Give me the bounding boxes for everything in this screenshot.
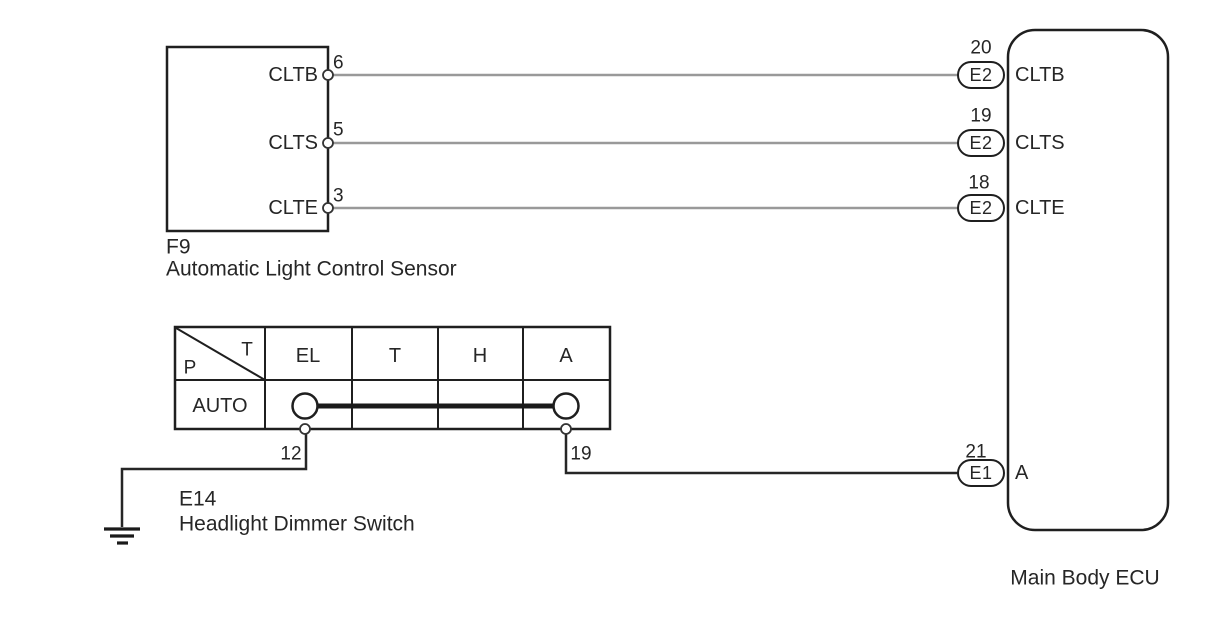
connector-label: E2 (969, 65, 993, 85)
ecu-terminal-label: CLTB (1015, 64, 1065, 86)
table-column-header: T (388, 345, 402, 367)
sensor-pin-label: CLTB (268, 64, 318, 86)
switch-id: E14 (179, 487, 217, 511)
table-row-label: AUTO (192, 395, 248, 417)
connector-e1-21 (957, 459, 1005, 487)
switch-table (173, 325, 612, 431)
ground-icon (104, 527, 140, 545)
table-column-header: EL (295, 345, 321, 367)
sensor-pin-3-circle (322, 202, 334, 214)
ecu-terminal-label: A (1015, 462, 1029, 484)
sensor-pin-number: 3 (333, 185, 344, 207)
switch-pin-number: 19 (570, 443, 592, 465)
ecu-terminal-number: 19 (970, 105, 992, 127)
table-corner-bottom: P (183, 357, 197, 379)
wire-a-to-ecu (564, 434, 960, 475)
table-column-header: A (559, 345, 573, 367)
ecu-terminal-label: CLTE (1015, 197, 1065, 219)
connector-label: E1 (969, 463, 993, 483)
ecu-terminal-number: 20 (970, 37, 992, 59)
table-column-header: H (472, 345, 488, 367)
connector-label: E2 (969, 198, 993, 218)
sensor-id: F9 (166, 235, 191, 259)
switch-pin-19-circle (560, 423, 572, 435)
ecu-box (1006, 28, 1170, 532)
sensor-name: Automatic Light Control Sensor (166, 257, 457, 281)
switch-contact-a (552, 392, 580, 420)
sensor-pin-5-circle (322, 137, 334, 149)
ecu-terminal-label: CLTS (1015, 132, 1065, 154)
corner-diagonal (175, 327, 266, 381)
sensor-pin-number: 6 (333, 52, 344, 74)
switch-pin-number: 12 (280, 443, 302, 465)
connector-e2-18 (957, 194, 1005, 222)
connector-e2-20 (957, 61, 1005, 89)
switch-pin-12-circle (299, 423, 311, 435)
connector-label: E2 (969, 133, 993, 153)
sensor-pin-label: CLTE (268, 197, 318, 219)
ecu-terminal-number: 18 (968, 172, 990, 194)
table-corner-top: T (241, 339, 253, 361)
switch-contact-el (291, 392, 319, 420)
sensor-pin-label: CLTS (268, 132, 318, 154)
sensor-pin-6-circle (322, 69, 334, 81)
switch-name: Headlight Dimmer Switch (179, 512, 415, 536)
sensor-pin-number: 5 (333, 119, 344, 141)
ecu-name: Main Body ECU (1010, 566, 1160, 590)
ecu-terminal-number: 21 (965, 441, 987, 463)
wire-el-to-ground (120, 434, 308, 527)
connector-e2-19 (957, 129, 1005, 157)
